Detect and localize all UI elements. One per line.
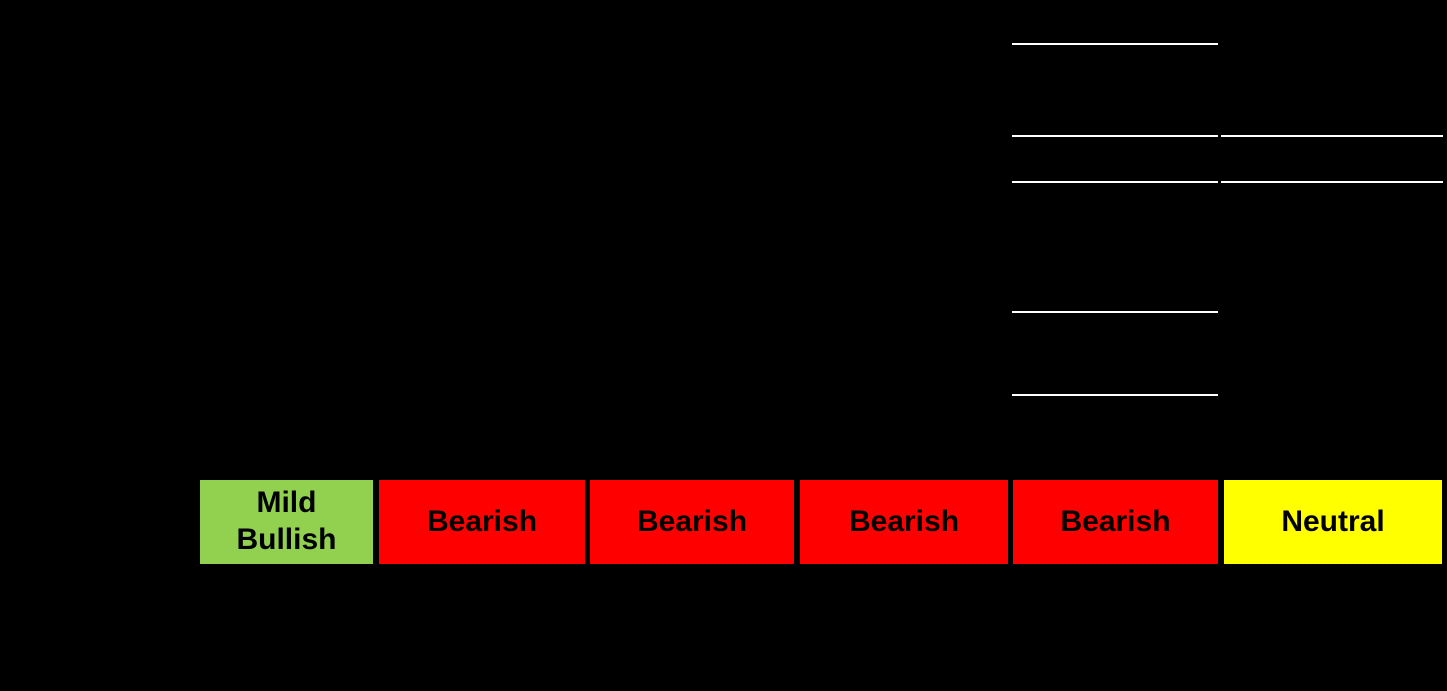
cell-underline-colA-4 [1012, 311, 1218, 313]
cell-underline-colA-2 [1012, 135, 1218, 137]
cell-underline-colA-5 [1012, 394, 1218, 396]
cell-underline-colA-1 [1012, 43, 1218, 45]
rating-cell-bearish-3: Bearish [800, 480, 1008, 564]
rating-cell-neutral: Neutral [1224, 480, 1442, 564]
rating-cell-mild-bullish: Mild Bullish [200, 480, 373, 564]
cell-underline-colB-1 [1221, 135, 1443, 137]
cell-underline-colB-2 [1221, 181, 1443, 183]
rating-cell-bearish-1: Bearish [379, 480, 585, 564]
cell-underline-colA-3 [1012, 181, 1218, 183]
rating-cell-bearish-4: Bearish [1013, 480, 1218, 564]
rating-cell-bearish-2: Bearish [590, 480, 794, 564]
